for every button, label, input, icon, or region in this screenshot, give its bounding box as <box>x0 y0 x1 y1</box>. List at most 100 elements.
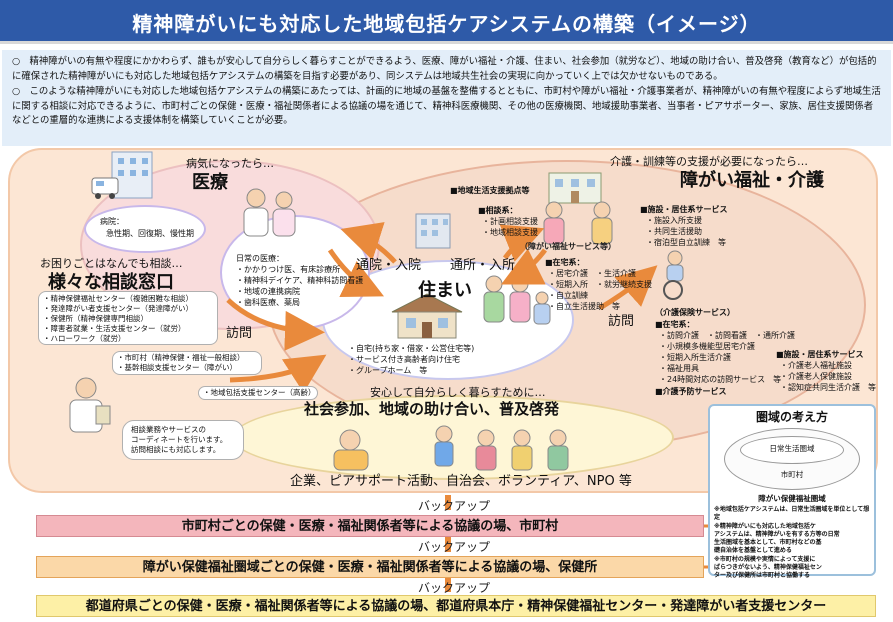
social-ellipse <box>232 395 674 480</box>
welfare-when-label: 介護・訓練等の支援が必要になったら… <box>610 155 808 168</box>
kaigo-facility-head: ■施設・居住系サービス <box>776 350 864 359</box>
kaigo-prevent-label: ■介護予防サービス <box>655 387 727 396</box>
social-title: 社会参加、地域の助け合い、普及啓発 <box>304 400 560 418</box>
homon-right-label: 訪問 <box>608 314 635 329</box>
regional-council-band: 障がい保健福祉圏域ごとの保健・医療・福祉関係者等による協議の場、保健所 <box>36 556 704 578</box>
area-note: ※地域包括ケアシステムは、日常生活圏域を単位として想定 <box>714 506 870 522</box>
consult-window-item: ・発達障がい者支援センター（発達障がい） <box>43 304 193 313</box>
kaigo-home-head: ■在宅系： <box>655 320 695 329</box>
area-notes: ※地域包括ケアシステムは、日常生活圏域を単位として想定 ※精神障がいにも対応した… <box>714 506 872 581</box>
kaigo-home-item: ・24時間対応の訪問サービス 等 <box>659 375 782 384</box>
city-consult-item: ・基幹相談支援センター（障がい） <box>117 363 237 372</box>
prefecture-council-band: 都道府県ごとの保健・医療・福祉関係者等による協議の場、都道府県本庁・精神保健福祉… <box>36 595 876 617</box>
home-service-item: ・自立生活援助 等 <box>548 302 620 311</box>
consult-service-item: ・計画相談支援 <box>482 217 538 226</box>
area-note: ※市町村の規模や実情によって支援に <box>714 555 816 563</box>
city-consult-item: ・市町村（精神保健・福祉一般相談） <box>117 353 245 362</box>
consult-when-label: お困りごとはなんでも相談… <box>40 257 183 270</box>
bubble-line: 相談業務やサービスの <box>131 425 206 434</box>
bubble-line: コーディネートを行います。 <box>131 435 228 444</box>
medical-when-label: 病気になったら… <box>186 157 274 170</box>
hospital-building-icon <box>91 151 153 199</box>
home-service-item: ・短期入所 ・就労継続支援 <box>548 280 652 289</box>
hospital-types: 急性期、回復期、慢性期 <box>106 229 194 238</box>
intro-paragraph-2: ○ このような精神障がいにも対応した地域包括ケアシステムの構築にあたっては、計画… <box>12 86 881 126</box>
consult-windows-box: ・精神保健福祉センター（複雑困難な相談） ・発達障がい者支援センター（発達障がい… <box>38 291 218 345</box>
area-note: ター及び保健所は市町村と協働する <box>714 572 811 580</box>
area-concept-box: 圏域の考え方 日常生活圏域 市町村 障がい保健福祉圏域 ※地域包括ケアシステムは… <box>708 404 876 579</box>
daily-medical-label: 日常の医療： <box>236 254 284 263</box>
hospital-label: 病院： <box>100 217 124 226</box>
kaigo-head: （介護保険サービス） <box>655 308 735 317</box>
city-council-band: 市町村ごとの保健・医療・福祉関係者等による協議の場、市町村 <box>36 515 704 537</box>
welfare-title: 障がい福祉・介護 <box>680 170 824 191</box>
area-note: ※精神障がいにも対応した地域包括ケ <box>714 522 816 530</box>
social-groups-label: 企業、ピアサポート活動、自治会、ボランティア、NPO 等 <box>290 474 632 489</box>
consult-title: 様々な相談窓口 <box>48 272 174 293</box>
daily-medical-item: ・かかりつけ医、有床診療所 <box>236 265 341 274</box>
backup-label: バックアップ <box>418 540 491 554</box>
housing-item: ・グループホーム 等 <box>348 366 428 375</box>
daily-medical-item: ・地域の連携病院 <box>236 287 300 296</box>
hospital-ellipse <box>84 205 206 253</box>
city-consult-box: ・市町村（精神保健・福祉一般相談） ・基幹相談支援センター（障がい） <box>112 351 262 375</box>
home-service-item: ・居宅介護 ・生活介護 <box>548 269 636 278</box>
area-concept-title: 圏域の考え方 <box>755 410 828 424</box>
welfare-facility-icon <box>548 172 602 204</box>
kaigo-facility-item: ・認知症共同生活介護 等 <box>780 383 876 392</box>
medical-title: 医療 <box>192 172 228 193</box>
housing-item: ・サービス付き高齢者向け住宅 <box>348 355 460 364</box>
coordinator-speech-bubble: 相談業務やサービスの コーディネートを行います。 訪問相談にも対応します。 <box>122 420 244 460</box>
social-sub-label: 安心して自分らしく暮らすために… <box>370 386 546 399</box>
consult-window-item: ・障害者就業・生活支援センター（就労） <box>43 324 186 333</box>
kaigo-facility-item: ・介護老人保健施設 <box>780 372 852 381</box>
kaigo-home-item: ・短期入所生活介護 <box>659 353 731 362</box>
bubble-line: 訪問相談にも対応します。 <box>131 445 221 454</box>
community-center-box: ・地域包括支援センター（高齢） <box>198 386 318 400</box>
daily-life-circle <box>740 436 844 464</box>
region-area-label: 障がい保健福祉圏域 <box>758 494 826 503</box>
intro-paragraph-1: ○ 精神障がいの有無や程度にかかわらず、誰もが安心して自分らしく暮らすことができ… <box>12 56 877 82</box>
page-title: 精神障がいにも対応した地域包括ケアシステムの構築（イメージ） <box>132 12 761 36</box>
area-note: 礎自治体を基盤として進める <box>714 547 792 555</box>
office-building-icon <box>415 213 451 249</box>
backup-label: バックアップ <box>418 499 491 513</box>
title-bar <box>0 0 893 44</box>
facility-service-item: ・施設入所支援 <box>646 216 702 225</box>
daily-medical-item: ・歯科医療、薬局 <box>236 298 300 307</box>
facility-service-item: ・共同生活援助 <box>646 227 702 236</box>
daily-life-area-label: 日常生活圏域 <box>769 444 815 453</box>
care-workers-icon <box>543 201 613 245</box>
tsuin-label: 通院・入院 <box>356 258 422 273</box>
kaigo-facility-item: ・介護老人福祉施設 <box>780 361 852 370</box>
community-elder-icon <box>333 429 369 471</box>
staff-person-icon <box>69 377 111 433</box>
welfare-service-badge: （障がい福祉サービス等） <box>520 242 616 251</box>
homon-left-label: 訪問 <box>226 326 253 341</box>
community-center-label: ・地域包括支援センター（高齢） <box>203 388 316 397</box>
welfare-base-label: ■地域生活支援拠点等 <box>450 186 530 195</box>
kaigo-home-item: ・訪問介護 ・訪問看護 ・通所介護 <box>659 331 795 340</box>
kaigo-home-item: ・福祉用具 <box>659 364 699 373</box>
intro-panel: ○ 精神障がいの有無や程度にかかわらず、誰もが安心して自分らしく暮らすことができ… <box>2 50 891 146</box>
facility-service-head: ■施設・居住系サービス <box>640 205 728 214</box>
kaigo-home-item: ・小規模多機能型居宅介護 <box>659 342 755 351</box>
wheelchair-person-icon <box>663 250 684 300</box>
facility-service-item: ・宿泊型自立訓練 等 <box>646 238 726 247</box>
home-service-head: ■在宅系： <box>545 258 585 267</box>
area-note: ばらつきがないよう、精神保健福祉セン <box>714 564 822 572</box>
home-service-item: ・自立訓練 <box>548 291 588 300</box>
volunteers-icon <box>475 429 569 471</box>
area-note: 生活圏域を基本として、市町村などの基 <box>714 539 822 547</box>
housing-item: ・自宅(持ち家・借家・公営住宅等) <box>348 344 475 353</box>
consult-service-item: ・地域相談支援 <box>482 228 538 237</box>
backup-label: バックアップ <box>418 581 491 595</box>
child-icon <box>434 425 454 467</box>
consult-service-head: ■相談系： <box>478 206 518 215</box>
consult-window-item: ・精神保健福祉センター（複雑困難な相談） <box>43 294 193 303</box>
area-note: アシステムは、精神障がいを有する方等の日常 <box>714 530 840 538</box>
daily-medical-item: ・精神科デイケア、精神科訪問看護 <box>236 276 364 285</box>
house-icon <box>391 293 463 339</box>
consult-window-item: ・ハローワーク（就労） <box>43 334 126 343</box>
